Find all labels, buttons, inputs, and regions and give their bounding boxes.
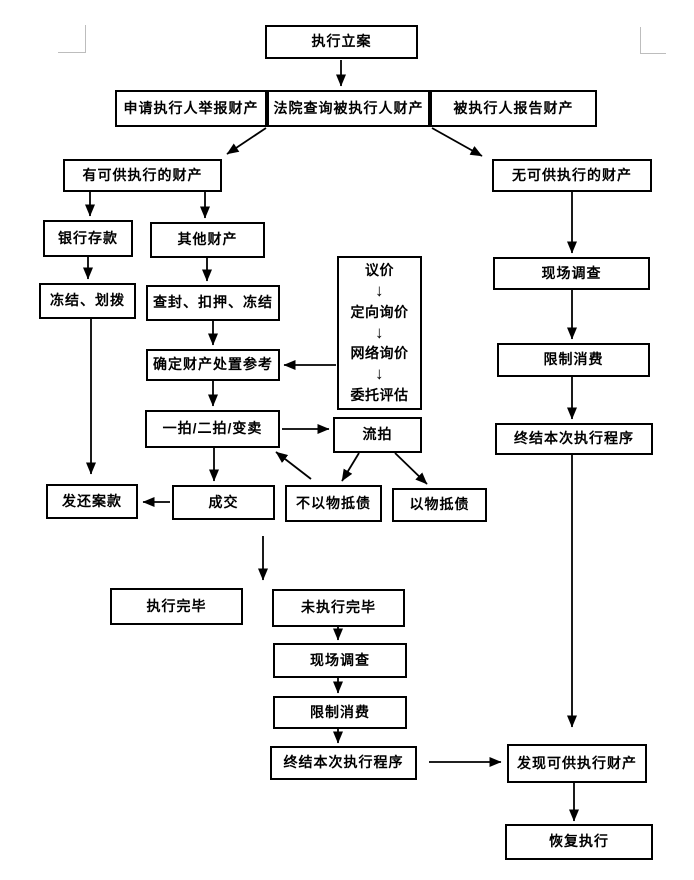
valuation-step: 委托评估 [350, 386, 409, 403]
node-resume-execution: 恢复执行 [505, 824, 653, 860]
node-seal-seize-freeze: 查封、扣押、冻结 [146, 285, 280, 321]
node-applicant-reports-property: 申请执行人举报财产 [115, 90, 267, 127]
node-has-executable-property: 有可供执行的财产 [63, 159, 222, 192]
node-bank-deposit: 银行存款 [43, 220, 133, 257]
down-arrow-icon: ↓ [375, 322, 384, 342]
flow-arrow [341, 452, 360, 482]
valuation-step: 定向询价 [350, 303, 409, 320]
node-no-executable-property: 无可供执行的财产 [492, 159, 652, 192]
node-return-case-funds: 发还案款 [46, 484, 138, 519]
flow-arrow [394, 452, 428, 485]
node-property-offset-debt: 以物抵债 [392, 488, 487, 522]
node-valuation-methods: 议价 ↓ 定向询价 ↓ 网络询价 ↓ 委托评估 [337, 256, 422, 410]
node-terminate-procedure-bottom: 终结本次执行程序 [270, 746, 417, 780]
valuation-step: 议价 [365, 262, 394, 278]
node-execution-complete: 执行完毕 [110, 588, 243, 625]
node-limit-consumption-right: 限制消费 [497, 343, 650, 377]
page-corner-mark-left [58, 25, 86, 53]
down-arrow-icon: ↓ [375, 281, 384, 301]
valuation-step: 网络询价 [350, 345, 409, 362]
node-debtor-reports-property: 被执行人报告财产 [430, 90, 597, 127]
node-freeze-transfer: 冻结、划拨 [39, 283, 136, 319]
flow-arrow [275, 451, 312, 480]
node-other-property: 其他财产 [150, 222, 265, 258]
node-terminate-procedure-right: 终结本次执行程序 [495, 423, 653, 455]
node-determine-disposal-reference: 确定财产处置参考 [146, 349, 280, 381]
flow-arrow [431, 127, 483, 157]
down-arrow-icon: ↓ [375, 364, 384, 384]
node-limit-consumption-bottom: 限制消费 [273, 696, 407, 729]
node-execution-incomplete: 未执行完毕 [272, 589, 405, 627]
node-no-property-offset-debt: 不以物抵债 [285, 485, 382, 522]
node-site-investigation-right: 现场调查 [493, 257, 650, 290]
flow-arrow [226, 127, 267, 155]
node-auction-resale: 一拍/二拍/变卖 [145, 410, 280, 448]
node-deal-closed: 成交 [172, 485, 275, 520]
page-corner-mark-right [640, 27, 666, 54]
node-found-executable-property: 发现可供执行财产 [507, 744, 647, 783]
node-execution-filing: 执行立案 [265, 25, 418, 59]
node-site-investigation-bottom: 现场调查 [273, 643, 407, 678]
node-failed-auction: 流拍 [333, 417, 422, 453]
node-court-inquiry-property: 法院查询被执行人财产 [267, 90, 430, 127]
